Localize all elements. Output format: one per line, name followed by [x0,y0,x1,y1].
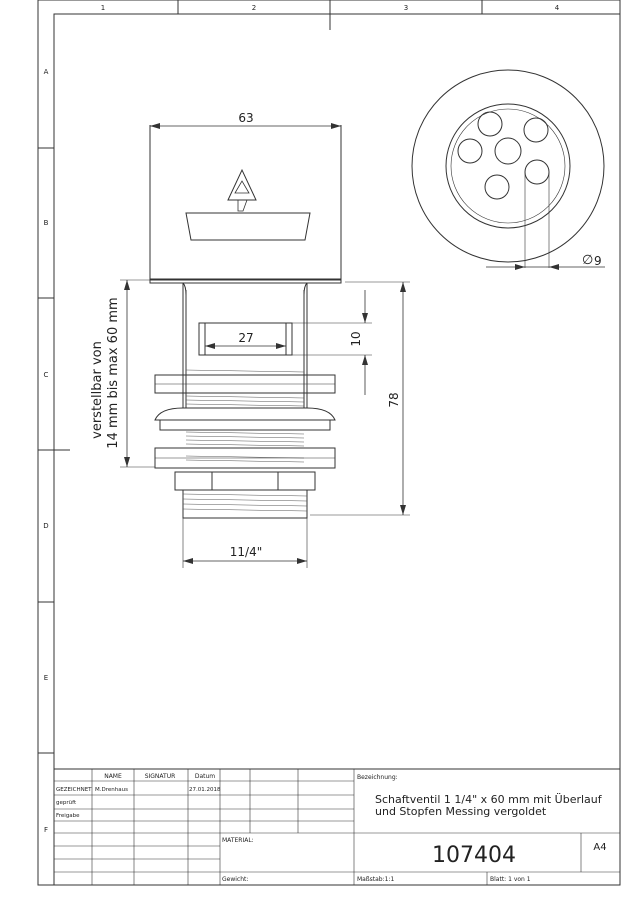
drain-hole [477,111,503,137]
drain-hole [484,174,510,200]
part-number: 107404 [432,843,516,868]
drain-hole [494,137,522,165]
row-label-a: A [44,68,49,76]
row-label-e: E [44,674,48,682]
blatt-label: Blatt: 1 von 1 [490,876,531,883]
row-gezeichnet: GEZEICHNET [56,787,92,793]
adjust-label-line1: verstellbar von [90,341,105,439]
dim-width-top: 63 [150,111,341,129]
massstab-label: Maßstab:1:1 [357,876,394,883]
dim-9-label: 9 [594,254,602,268]
bezeichnung-label: Bezeichnung: [357,774,398,781]
row-label-d: D [43,522,48,530]
format-label: A4 [593,842,606,853]
row-label-c: C [44,371,49,379]
inner-frame [53,13,621,886]
gezeichnet-datum: 27.01.2018 [189,787,221,793]
valve-side-view [149,125,342,519]
column-markers: 1 2 3 4 [101,0,560,30]
dim-total-height: 78 [310,281,410,516]
drain-hole [457,138,483,164]
dim-thread-label: 11/4" [230,545,262,559]
col-label-1: 1 [101,4,105,12]
stopper-knob [185,212,311,241]
drain-hole [524,159,550,185]
dim-thread: 11/4" [182,518,308,568]
dim-slot-width: 27 [205,331,286,349]
drain-hole [523,117,549,143]
bezeichnung-line2: und Stopfen Messing vergoldet [375,805,547,818]
col-label-4: 4 [555,4,560,12]
title-block: NAME SIGNATUR Datum GEZEICHNET M.Drenhau… [53,768,621,886]
dim-27-label: 27 [238,331,253,345]
bezeichnung-line1: Schaftventil 1 1/4" x 60 mm mit Überlauf [375,793,603,806]
row-geprueft: geprüft [56,800,77,806]
outer-frame [37,0,621,886]
adjust-label-line2: 14 mm bis max 60 mm [106,297,121,448]
row-label-b: B [44,219,49,227]
dim-78-label: 78 [387,392,401,407]
col-name-header: NAME [104,773,122,780]
dim-adjust-range: verstellbar von 14 mm bis max 60 mm [90,279,180,468]
row-freigabe: Freigabe [56,813,80,819]
valve-top-view: ∅ 9 [411,69,605,270]
diameter-symbol-icon: ∅ [582,253,593,268]
col-label-2: 2 [252,4,256,12]
col-label-3: 3 [404,4,408,12]
gezeichnet-name: M.Drenhaus [95,787,128,793]
overflow-slot [198,322,293,356]
row-markers: A B C D E F [38,68,70,834]
gewicht-label: Gewicht: [222,876,248,883]
col-datum-header: Datum [195,773,215,780]
dim-10-label: 10 [349,331,363,346]
dim-slot-height: 10 [292,290,372,395]
dim-63-label: 63 [238,111,253,125]
col-signatur-header: SIGNATUR [145,773,176,780]
row-label-f: F [44,826,48,834]
material-label: MATERIAL: [222,837,254,844]
